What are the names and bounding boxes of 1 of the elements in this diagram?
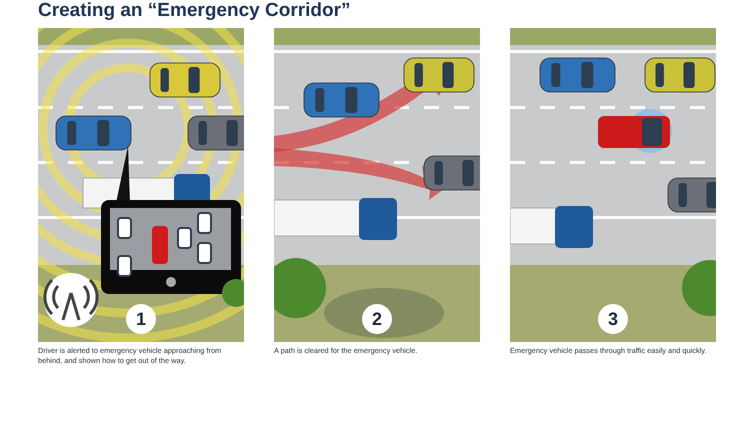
title: Creating an “Emergency Corridor” xyxy=(38,0,351,22)
